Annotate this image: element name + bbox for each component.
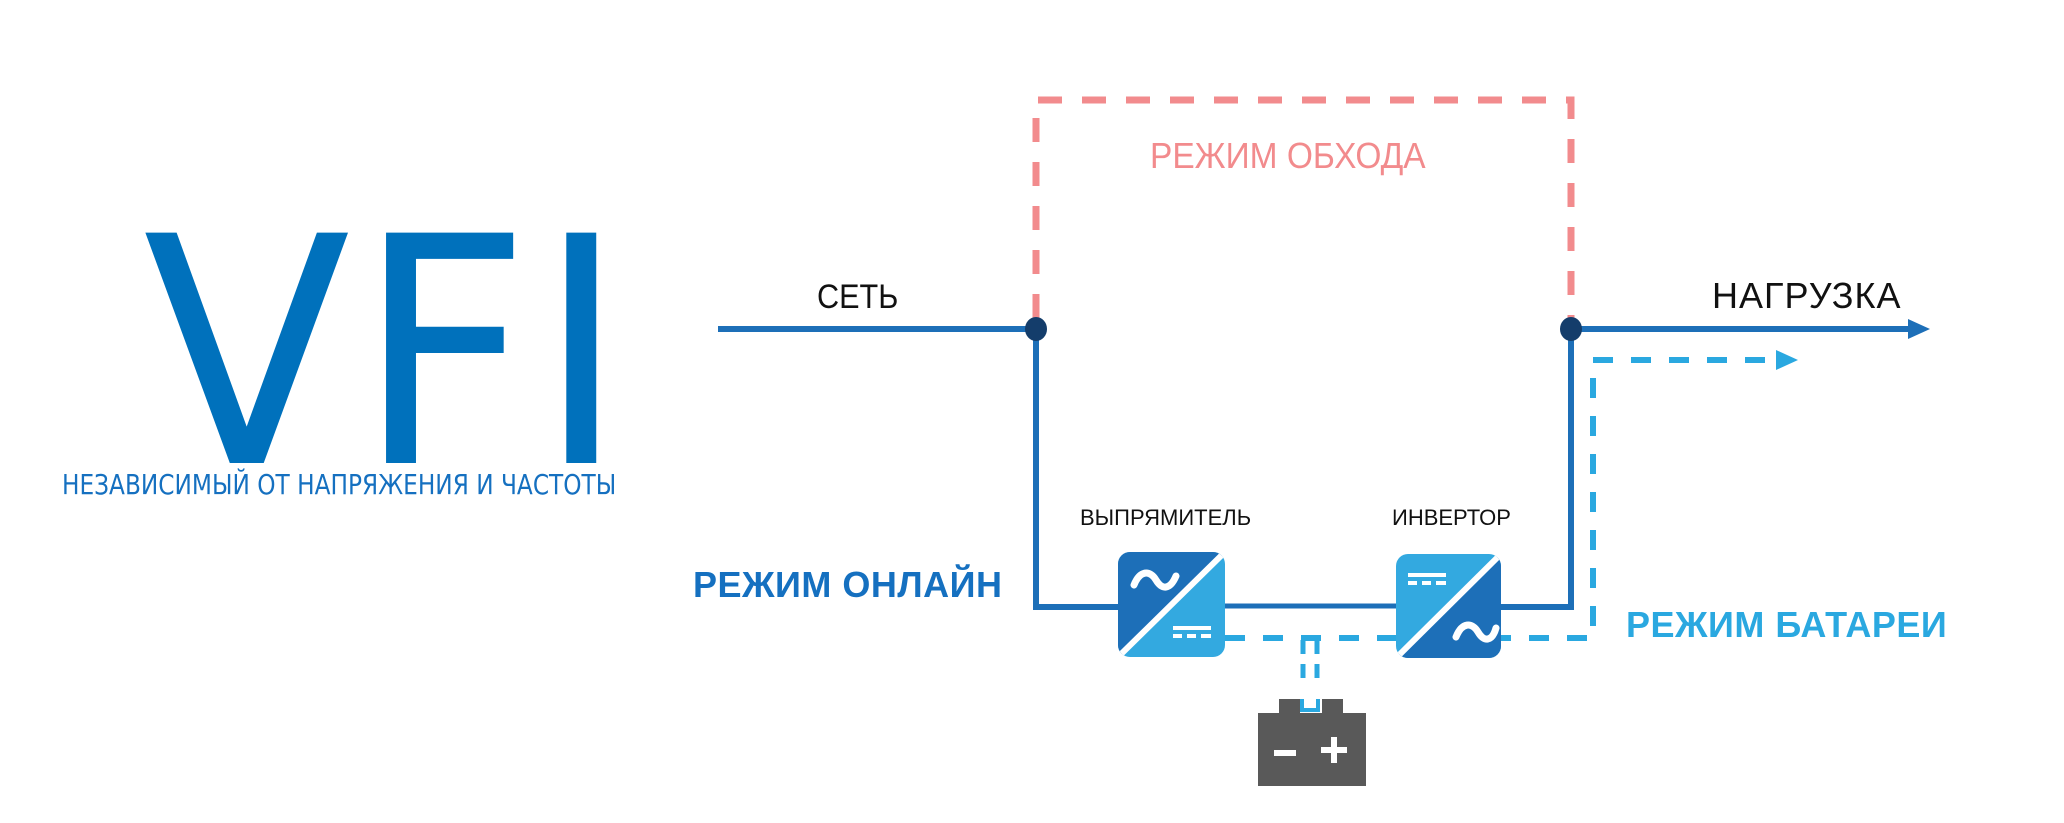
- battery-minus-icon: [1274, 750, 1296, 756]
- inverter-icon: [1396, 554, 1501, 658]
- vfi-title: VFI: [143, 170, 632, 538]
- online-mode-label: РЕЖИМ ОНЛАЙН: [693, 564, 1003, 605]
- rectifier-icon: [1118, 552, 1225, 657]
- ac-wave-icon: [1452, 621, 1500, 643]
- mains-junction-node: [1025, 317, 1047, 341]
- inverter-label: ИНВЕРТОР: [1392, 505, 1511, 530]
- ac-wave-icon: [1130, 569, 1180, 591]
- online-output-path: [1500, 329, 1574, 610]
- load-junction-node: [1560, 317, 1582, 341]
- vfi-subtitle: НЕЗАВИСИМЫЙ ОТ НАПРЯЖЕНИЯ И ЧАСТОТЫ: [62, 468, 617, 501]
- bypass-path: [1032, 96, 1575, 318]
- battery-mode-label: РЕЖИМ БАТАРЕИ: [1626, 604, 1948, 645]
- rectifier-label: ВЫПРЯМИТЕЛЬ: [1080, 505, 1252, 530]
- battery-path-bus: [1225, 357, 1780, 641]
- bypass-mode-label: РЕЖИМ ОБХОДА: [1150, 135, 1426, 176]
- mains-label: СЕТЬ: [817, 278, 899, 316]
- battery-icon: [1258, 699, 1366, 786]
- load-arrowhead: [1908, 319, 1930, 339]
- load-label: НАГРУЗКА: [1712, 275, 1902, 316]
- online-path: [1033, 329, 1120, 610]
- battery-arrowhead: [1776, 350, 1798, 370]
